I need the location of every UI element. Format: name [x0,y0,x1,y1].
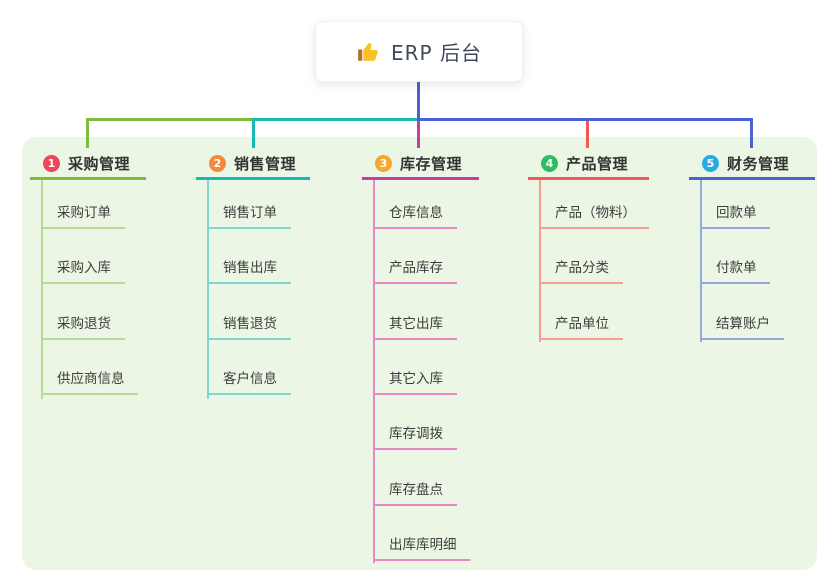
connector-drop-branch2 [252,118,255,148]
child-node[interactable]: 产品分类 [539,258,623,284]
child-node[interactable]: 销售出库 [207,258,291,284]
connector-spine-branch1 [41,180,43,399]
connector-root-drop [417,82,420,119]
connector-spine-branch4 [539,180,541,342]
child-node[interactable]: 销售订单 [207,203,291,229]
connector-spine-branch5 [700,180,702,342]
child-node[interactable]: 客户信息 [207,369,291,395]
child-node[interactable]: 付款单 [700,258,770,284]
connector-drop-branch1 [86,118,89,148]
child-node[interactable]: 其它出库 [373,314,457,340]
child-node[interactable]: 库存调拨 [373,424,457,450]
connector-spine-branch2 [207,180,209,399]
branch-badge: 4 [541,155,558,172]
branch-label: 销售管理 [234,155,297,173]
child-node[interactable]: 产品单位 [539,314,623,340]
branch-badge: 5 [702,155,719,172]
root-label: ERP 后台 [391,41,482,65]
branch-label: 产品管理 [566,155,629,173]
child-node[interactable]: 仓库信息 [373,203,457,229]
child-node[interactable]: 其它入库 [373,369,457,395]
child-node[interactable]: 回款单 [700,203,770,229]
thumbs-up-icon [358,43,378,61]
branch-node-inventory[interactable]: 3 库存管理 [362,150,479,180]
child-node[interactable]: 供应商信息 [41,369,138,395]
connector-drop-branch5 [750,118,753,148]
branch-label: 采购管理 [68,155,131,173]
branch-node-purchase[interactable]: 1 采购管理 [30,150,146,180]
branch-node-sales[interactable]: 2 销售管理 [196,150,310,180]
branch-label: 财务管理 [727,155,790,173]
child-node[interactable]: 结算账户 [700,314,784,340]
branches-background-panel [22,137,817,570]
child-node[interactable]: 出库库明细 [373,535,470,561]
child-node[interactable]: 产品（物料） [539,203,649,229]
connector-spine-branch3 [373,180,375,563]
child-node[interactable]: 采购退货 [41,314,125,340]
child-node[interactable]: 库存盘点 [373,480,457,506]
branch-node-finance[interactable]: 5 财务管理 [689,150,815,180]
child-node[interactable]: 产品库存 [373,258,457,284]
child-node[interactable]: 采购订单 [41,203,125,229]
connector-bus-teal [252,118,417,121]
connector-bus-green [86,118,252,121]
root-node[interactable]: ERP 后台 [315,21,523,82]
connector-drop-branch3 [417,121,420,148]
child-node[interactable]: 销售退货 [207,314,291,340]
branch-badge: 3 [375,155,392,172]
branch-label: 库存管理 [400,155,463,173]
branch-node-products[interactable]: 4 产品管理 [528,150,649,180]
connector-drop-branch4 [586,121,589,148]
child-node[interactable]: 采购入库 [41,258,125,284]
connector-bus-blue [417,118,753,121]
branch-badge: 1 [43,155,60,172]
branch-badge: 2 [209,155,226,172]
